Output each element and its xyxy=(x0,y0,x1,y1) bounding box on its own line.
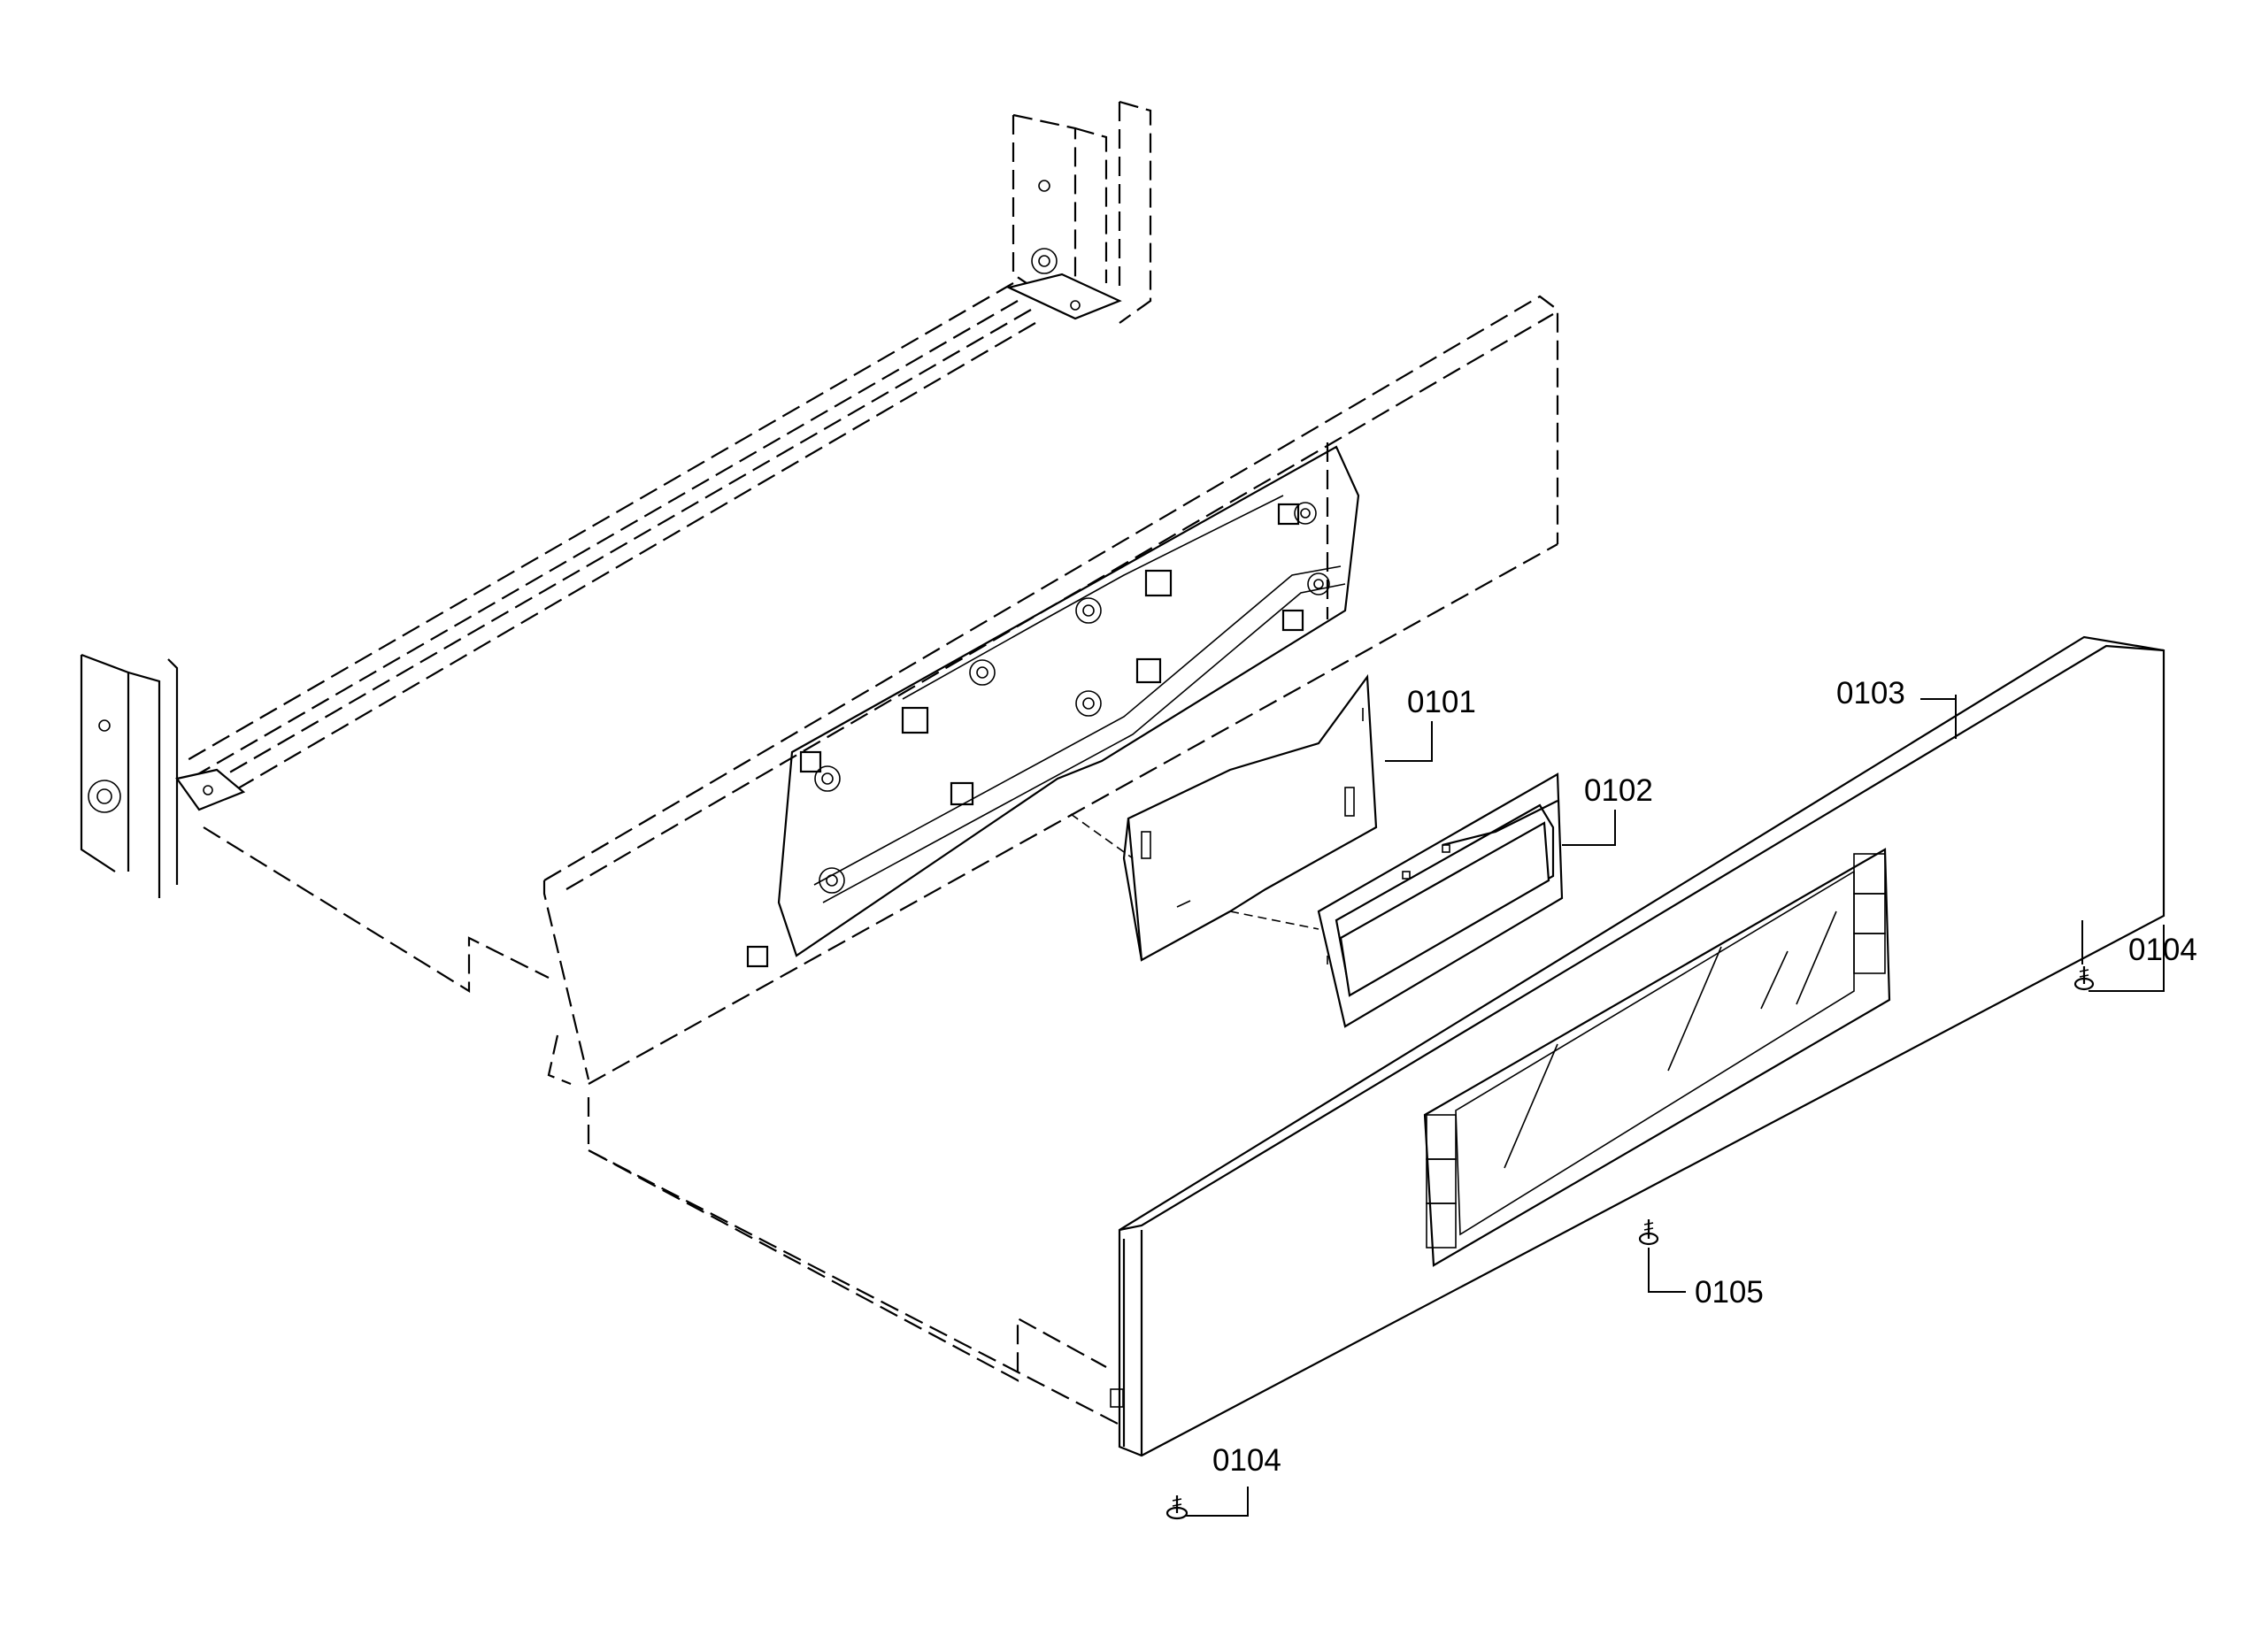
screw-0105 xyxy=(1638,1219,1659,1246)
chassis-panel xyxy=(542,295,1559,1086)
rear-mounting-rail xyxy=(80,100,1152,898)
left-upright-bracket xyxy=(80,653,246,898)
grommets xyxy=(814,502,1330,894)
callout-0105: 0105 xyxy=(1695,1275,1764,1310)
screw-0104-bottom xyxy=(1165,1495,1189,1520)
right-upright-bracket xyxy=(1005,100,1152,324)
callout-0101: 0101 xyxy=(1407,685,1476,719)
leader-lines xyxy=(1186,695,2165,1517)
tray-outline xyxy=(203,826,1120,1425)
mounting-slots xyxy=(746,503,1304,968)
callout-0103: 0103 xyxy=(1836,676,1905,711)
screw-0104-right xyxy=(2073,966,2095,991)
right-keypad xyxy=(1853,853,1886,974)
display-window xyxy=(1423,848,1891,1267)
part-0102-control-board xyxy=(1317,772,1564,1028)
callout-0104-bottom: 0104 xyxy=(1212,1443,1281,1478)
part-0103-front-panel xyxy=(1110,635,2166,1457)
callout-labels: 0101 0102 0103 0104 0105 0104 xyxy=(1212,676,2197,1478)
left-keypad xyxy=(1426,1114,1457,1249)
callout-0104-right: 0104 xyxy=(2128,933,2197,967)
callout-0102: 0102 xyxy=(1584,773,1653,808)
part-0101-plate xyxy=(1070,673,1378,962)
